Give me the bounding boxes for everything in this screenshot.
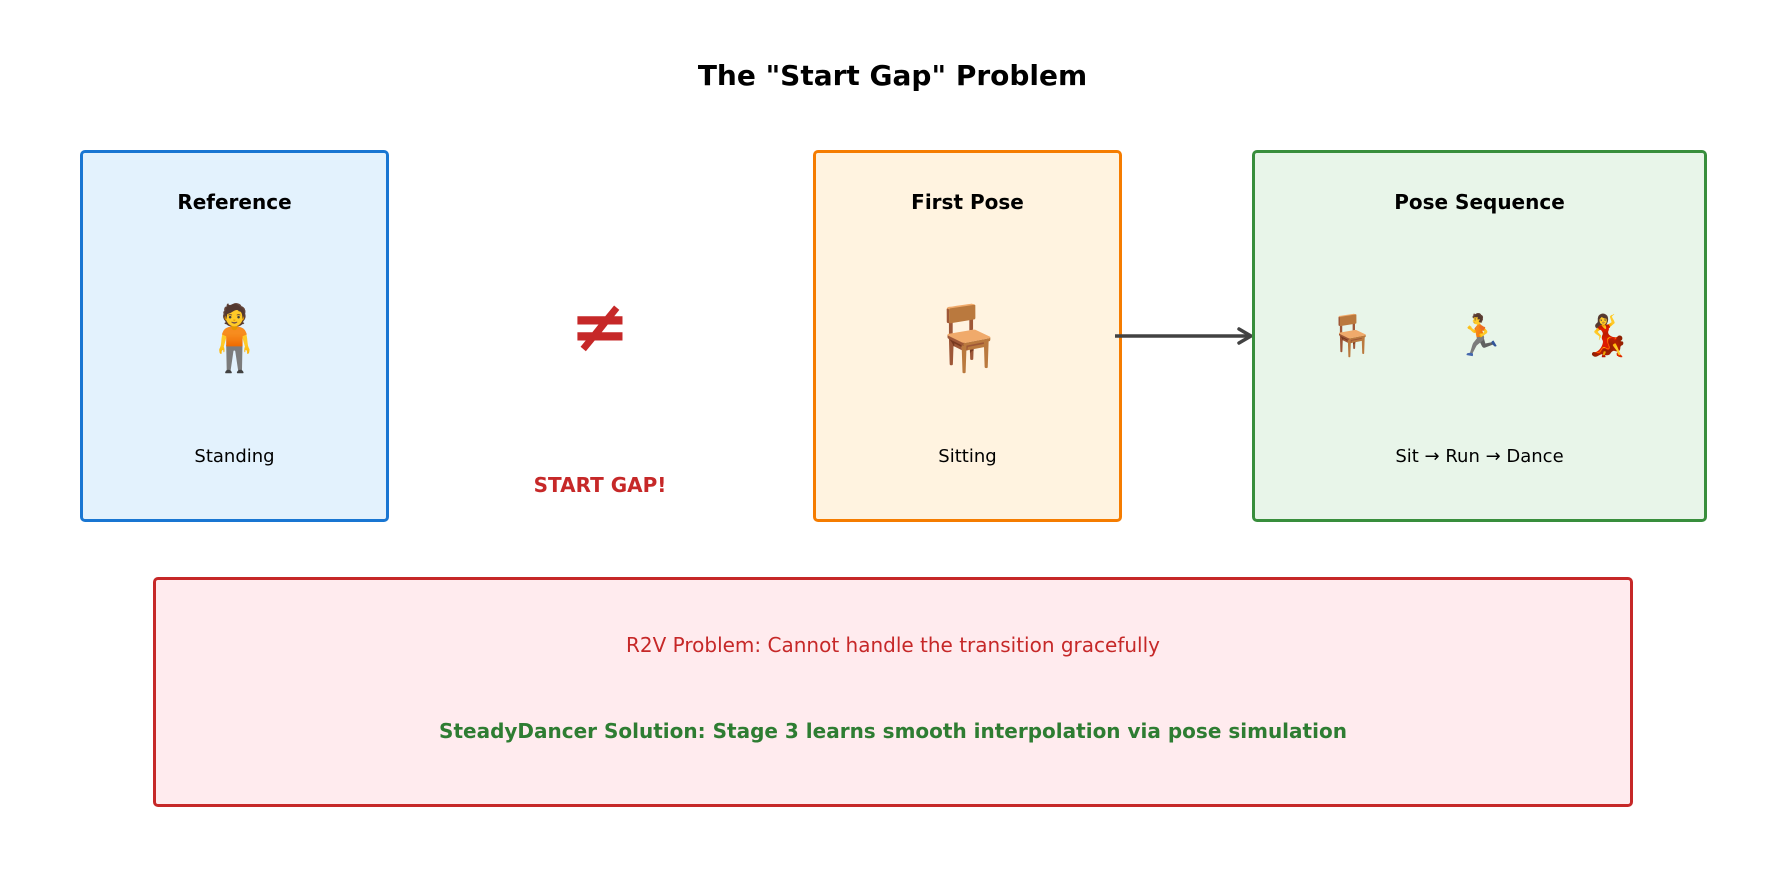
reference-label: Standing <box>194 446 275 467</box>
dancer-icon: 💃 <box>1582 313 1633 359</box>
reference-panel: Reference 🧍 Standing <box>80 150 389 522</box>
chair-icon: 🪑 <box>927 302 1008 376</box>
info-box: R2V Problem: Cannot handle the transitio… <box>153 577 1633 807</box>
first-pose-panel: First Pose 🪑 Sitting <box>813 150 1122 522</box>
running-person-icon: 🏃 <box>1454 313 1505 359</box>
chair-icon: 🪑 <box>1326 313 1377 359</box>
reference-title: Reference <box>177 190 292 214</box>
r2v-problem-text: R2V Problem: Cannot handle the transitio… <box>625 633 1160 657</box>
pose-sequence-panel: Pose Sequence 🪑 🏃 💃 Sit → Run → Dance <box>1252 150 1707 522</box>
steadydancer-solution-text: SteadyDancer Solution: Stage 3 learns sm… <box>439 719 1347 743</box>
first-pose-label: Sitting <box>938 446 997 467</box>
arrow-right-icon <box>1115 327 1253 345</box>
standing-person-icon: 🧍 <box>194 302 275 376</box>
diagram-title: The "Start Gap" Problem <box>697 59 1088 92</box>
pose-sequence-icons: 🪑 🏃 💃 <box>1255 313 1704 359</box>
not-equal-icon: ≠ <box>569 284 631 368</box>
pose-sequence-title: Pose Sequence <box>1394 190 1565 214</box>
start-gap-label: START GAP! <box>533 473 667 497</box>
pose-sequence-label: Sit → Run → Dance <box>1395 446 1564 467</box>
first-pose-title: First Pose <box>911 190 1024 214</box>
